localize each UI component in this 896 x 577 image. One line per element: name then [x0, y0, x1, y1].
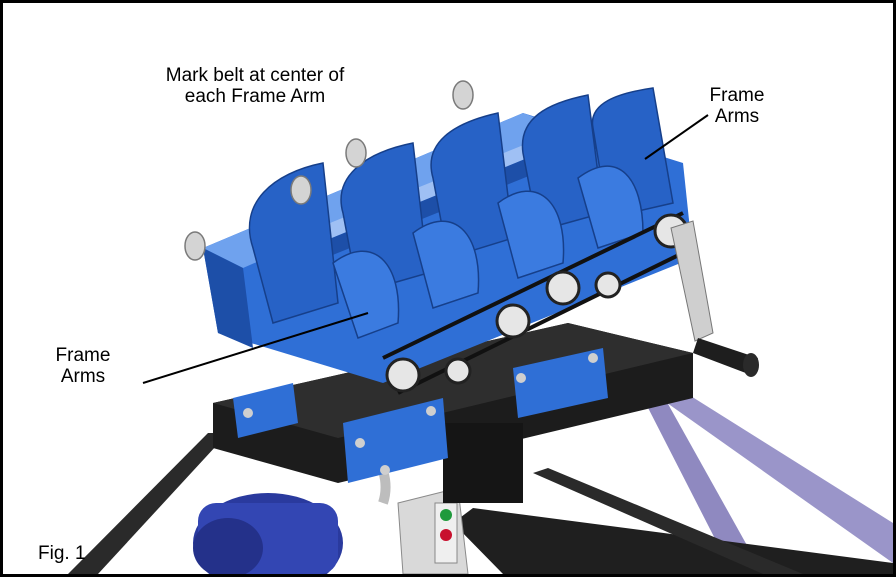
drive-belt — [382, 211, 694, 395]
adjustment-knobs — [184, 80, 474, 261]
callout-left-line-2: Arms — [60, 366, 106, 387]
mounting-brackets — [233, 348, 608, 483]
electric-motor — [193, 436, 391, 574]
instruction-line-2: each Frame Arm — [184, 86, 326, 107]
start-button-green-icon — [440, 509, 452, 521]
machine-illustration — [68, 80, 893, 574]
figure-number: Fig. 1 — [38, 543, 86, 564]
control-box — [397, 487, 469, 574]
callout-line-right — [644, 114, 709, 160]
crank-handle — [670, 220, 759, 377]
callout-frame-arms-left: Frame Arms — [33, 345, 133, 387]
callout-line-left — [142, 312, 369, 384]
instruction-line-1: Mark belt at center of — [165, 65, 345, 86]
callout-frame-arms-right: Frame Arms — [683, 85, 791, 127]
callout-right-line-1: Frame — [709, 85, 765, 106]
callout-left-line-1: Frame — [55, 345, 111, 366]
stop-button-red-icon — [440, 529, 452, 541]
callout-right-line-2: Arms — [714, 106, 760, 127]
frame-arms-assembly — [203, 87, 693, 383]
instruction-note: Mark belt at center of each Frame Arm — [140, 65, 370, 107]
stand-legs — [68, 388, 893, 574]
